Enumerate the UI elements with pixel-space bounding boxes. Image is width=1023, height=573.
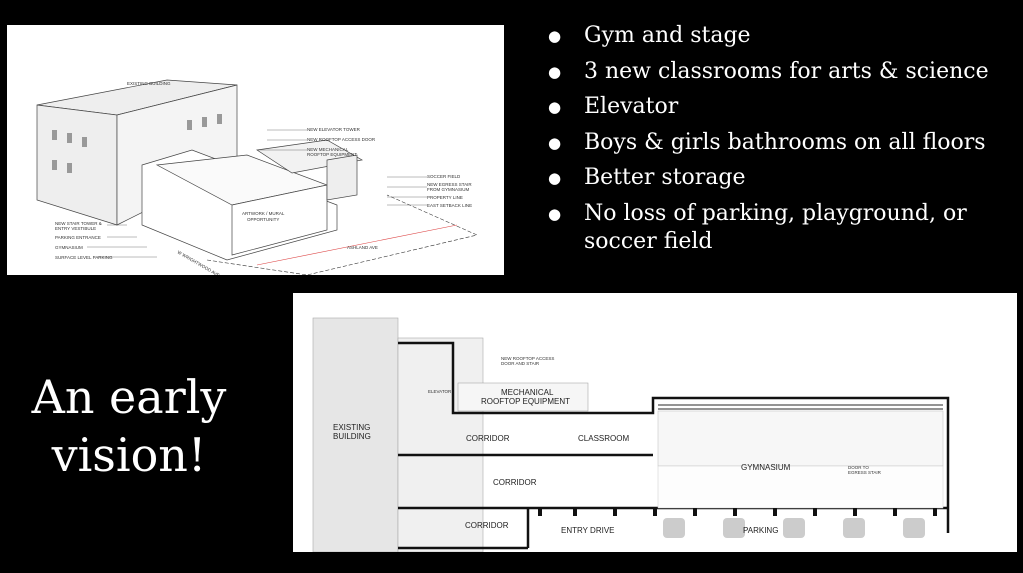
label-surface-parking: SURFACE LEVEL PARKING: [55, 255, 113, 260]
label-soccer-field: SOCCER FIELD: [427, 174, 461, 179]
label-rooftop-2: DOOR AND STAIR: [501, 361, 540, 366]
label-mech-2-sec: ROOFTOP EQUIPMENT: [481, 397, 570, 406]
label-parking-entrance: PARKING ENTRANCE: [55, 235, 101, 240]
label-mech-1: NEW MECHANICAL: [307, 147, 349, 152]
bullet-item: 3 new classrooms for arts & science: [548, 58, 1018, 86]
label-gymnasium-sec: GYMNASIUM: [741, 463, 791, 472]
bullet-item: No loss of parking, playground, or socce…: [548, 200, 1018, 256]
label-parking: PARKING: [743, 526, 778, 535]
label-ashland-ave: ASHLAND AVE: [347, 245, 378, 250]
label-door-1: DOOR TO: [848, 465, 869, 470]
slide-title: An early vision!: [31, 370, 227, 482]
label-mech-1-sec: MECHANICAL: [501, 388, 554, 397]
label-gymnasium: GYMNASIUM: [55, 245, 83, 250]
label-egress-2: FROM GYMNASIUM: [427, 187, 470, 192]
bullet-item: Gym and stage: [548, 22, 1018, 50]
label-existing-2: BUILDING: [333, 432, 371, 441]
label-corridor-0: CORRIDOR: [465, 521, 509, 530]
label-stair-2: ENTRY VESTIBULE: [55, 226, 96, 231]
label-stair-1: NEW STAIR TOWER &: [55, 221, 102, 226]
label-rooftop-1: NEW ROOFTOP ACCESS: [501, 356, 554, 361]
label-corridor-1: CORRIDOR: [493, 478, 537, 487]
label-egress-1: NEW EGRESS STAIR: [427, 182, 472, 187]
label-door-2: EGRESS STAIR: [848, 470, 882, 475]
label-elevator: ELEVATOR: [428, 389, 452, 394]
section-rendering: EXISTING BUILDING MECHANICAL ROOFTOP EQU…: [293, 293, 1017, 553]
label-mech-2: ROOFTOP EQUIPMENT: [307, 152, 357, 157]
label-elevator-tower: NEW ELEVATOR TOWER: [307, 127, 361, 132]
label-existing-1: EXISTING: [333, 423, 370, 432]
feature-list: Gym and stage 3 new classrooms for arts …: [548, 22, 1018, 263]
label-rooftop-door: NEW ROOFTOP ACCESS DOOR: [307, 137, 376, 142]
label-entry-drive: ENTRY DRIVE: [561, 526, 615, 535]
label-property-line: PROPERTY LINE: [427, 195, 463, 200]
label-artwork-2: OPPORTUNITY: [247, 217, 279, 222]
label-existing-building: EXISTING BUILDING: [127, 81, 171, 86]
label-classroom: CLASSROOM: [578, 434, 629, 443]
label-artwork-1: ARTWORK / MURAL: [242, 211, 285, 216]
bullet-item: Better storage: [548, 164, 1018, 192]
bullet-item: Boys & girls bathrooms on all floors: [548, 129, 1018, 157]
bullet-item: Elevator: [548, 93, 1018, 121]
isometric-rendering: EXISTING BUILDING NEW ELEVATOR TOWER NEW…: [7, 25, 504, 278]
label-setback-line: EAST SETBACK LINE: [427, 203, 472, 208]
label-corridor-2: CORRIDOR: [466, 434, 510, 443]
